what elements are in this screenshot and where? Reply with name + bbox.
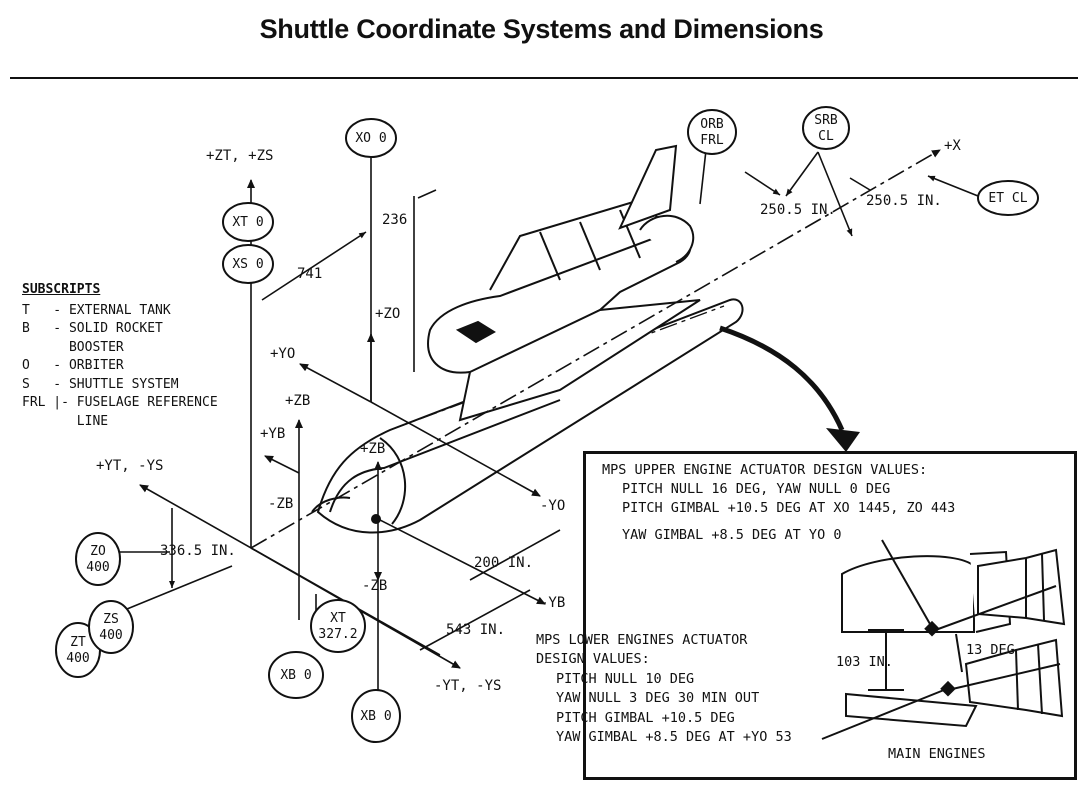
dimension-labels: 236 741 250.5 IN. 250.5 IN. 336.5 IN. 20…: [160, 193, 942, 638]
dim-336: 336.5 IN.: [160, 543, 236, 559]
engine-detail-arrow: [719, 325, 845, 432]
axis-labels: +ZT, +ZS +X +ZO +YO +ZB +YB +ZB -ZB -ZB …: [96, 138, 961, 694]
subscript-row: BOOSTER: [22, 339, 124, 355]
axis-plus-x-label: +X: [944, 138, 961, 154]
dim-13-deg: 13 DEG: [966, 642, 1015, 658]
subscript-row: FRL |- FUSELAGE REFERENCE: [22, 395, 218, 410]
axis-minus-zb-label: -ZB: [268, 496, 293, 512]
lower-engine-line5: PITCH GIMBAL +10.5 DEG: [556, 710, 735, 726]
axis-plus-zo-label: +ZO: [375, 306, 400, 322]
dim-741: 741: [297, 266, 322, 282]
dim-250-b: 250.5 IN.: [866, 193, 942, 209]
callout-frl-line2: FRL: [700, 133, 724, 148]
upper-engine-line2: PITCH NULL 16 DEG, YAW NULL 0 DEG: [622, 481, 890, 497]
title-rule: [10, 77, 1078, 79]
page-title: Shuttle Coordinate Systems and Dimension…: [259, 14, 824, 44]
lower-engine-text: MPS LOWER ENGINES ACTUATOR DESIGN VALUES…: [536, 632, 792, 745]
subscript-row: B - SOLID ROCKET: [22, 321, 163, 336]
callout-xt-line2: 327.2: [318, 627, 357, 642]
callout-texts: XO 0 XT 0 XS 0 ORB FRL SRB CL ET CL ZO 4…: [66, 113, 1027, 724]
callout-srb-line1: SRB: [814, 113, 838, 128]
axis-plus-zb-label: +ZB: [285, 393, 310, 409]
lower-engine-line1: MPS LOWER ENGINES ACTUATOR: [536, 632, 748, 648]
axis-minus-yb-label: -YB: [540, 595, 565, 611]
subscript-row: T - EXTERNAL TANK: [22, 302, 171, 318]
subscripts-legend: SUBSCRIPTS T - EXTERNAL TANK B - SOLID R…: [22, 281, 218, 431]
callout-xb-first: XB 0: [280, 668, 311, 683]
callout-ellipses: [55, 106, 1039, 743]
lower-engine-line6: YAW GIMBAL +8.5 DEG AT +YO 53: [556, 729, 792, 745]
callout-zo-line1: ZO: [90, 544, 106, 559]
upper-engine-line1: MPS UPPER ENGINE ACTUATOR DESIGN VALUES:: [602, 462, 927, 478]
shuttle-drawing: [311, 144, 744, 534]
callout-zo-line2: 400: [86, 560, 109, 575]
axis-plus-yb-label: +YB: [260, 426, 285, 442]
dim-250-a: 250.5 IN.: [760, 202, 836, 218]
axis-minus-zb2-label: -ZB: [362, 578, 387, 594]
main-engines-label: MAIN ENGINES: [888, 746, 986, 762]
axis-minus-yt-ys-label: -YT, -YS: [434, 678, 501, 694]
engine-detail-drawing: MPS UPPER ENGINE ACTUATOR DESIGN VALUES:…: [602, 462, 1066, 762]
axis-minus-yo-label: -YO: [540, 498, 565, 514]
axis-plus-zb2-label: +ZB: [360, 441, 385, 457]
callout-zs-line1: ZS: [103, 612, 119, 627]
callout-zs-line2: 400: [99, 628, 122, 643]
subscripts-heading: SUBSCRIPTS: [22, 282, 101, 297]
subscript-row: O - ORBITER: [22, 358, 124, 373]
dim-200: 200 IN.: [474, 555, 533, 571]
upper-engine-line3: PITCH GIMBAL +10.5 DEG AT XO 1445, ZO 44…: [622, 500, 955, 516]
callout-xs-zero: XS 0: [232, 257, 263, 272]
engine-detail-arrowhead: [826, 428, 860, 452]
upper-engine-line4: YAW GIMBAL +8.5 DEG AT YO 0: [622, 527, 841, 543]
axis-zt-zs-label: +ZT, +ZS: [206, 148, 273, 164]
axis-plus-yo-label: +YO: [270, 346, 295, 362]
subscript-row: LINE: [22, 413, 109, 429]
dim-236: 236: [382, 212, 407, 228]
dim-103: 103 IN.: [836, 654, 893, 670]
callout-xt-zero: XT 0: [232, 215, 263, 230]
callout-xo-zero: XO 0: [355, 131, 386, 146]
lower-engine-line3: PITCH NULL 10 DEG: [556, 671, 694, 687]
subscript-row: S - SHUTTLE SYSTEM: [22, 376, 179, 392]
engine-detail-box: MPS UPPER ENGINE ACTUATOR DESIGN VALUES:…: [583, 451, 1077, 780]
lower-engine-line4: YAW NULL 3 DEG 30 MIN OUT: [556, 690, 759, 706]
lower-engine-line2: DESIGN VALUES:: [536, 651, 650, 667]
callout-zt-line1: ZT: [70, 635, 86, 650]
dim-543: 543 IN.: [446, 622, 505, 638]
axis-yt-ys-label: +YT, -YS: [96, 458, 163, 474]
callout-srb-line2: CL: [818, 129, 834, 144]
callout-zt-line2: 400: [66, 651, 89, 666]
callout-xb-second: XB 0: [360, 709, 391, 724]
callout-et-cl: ET CL: [988, 191, 1027, 206]
callout-xt-line1: XT: [330, 611, 346, 626]
callout-orb-line1: ORB: [700, 117, 724, 132]
